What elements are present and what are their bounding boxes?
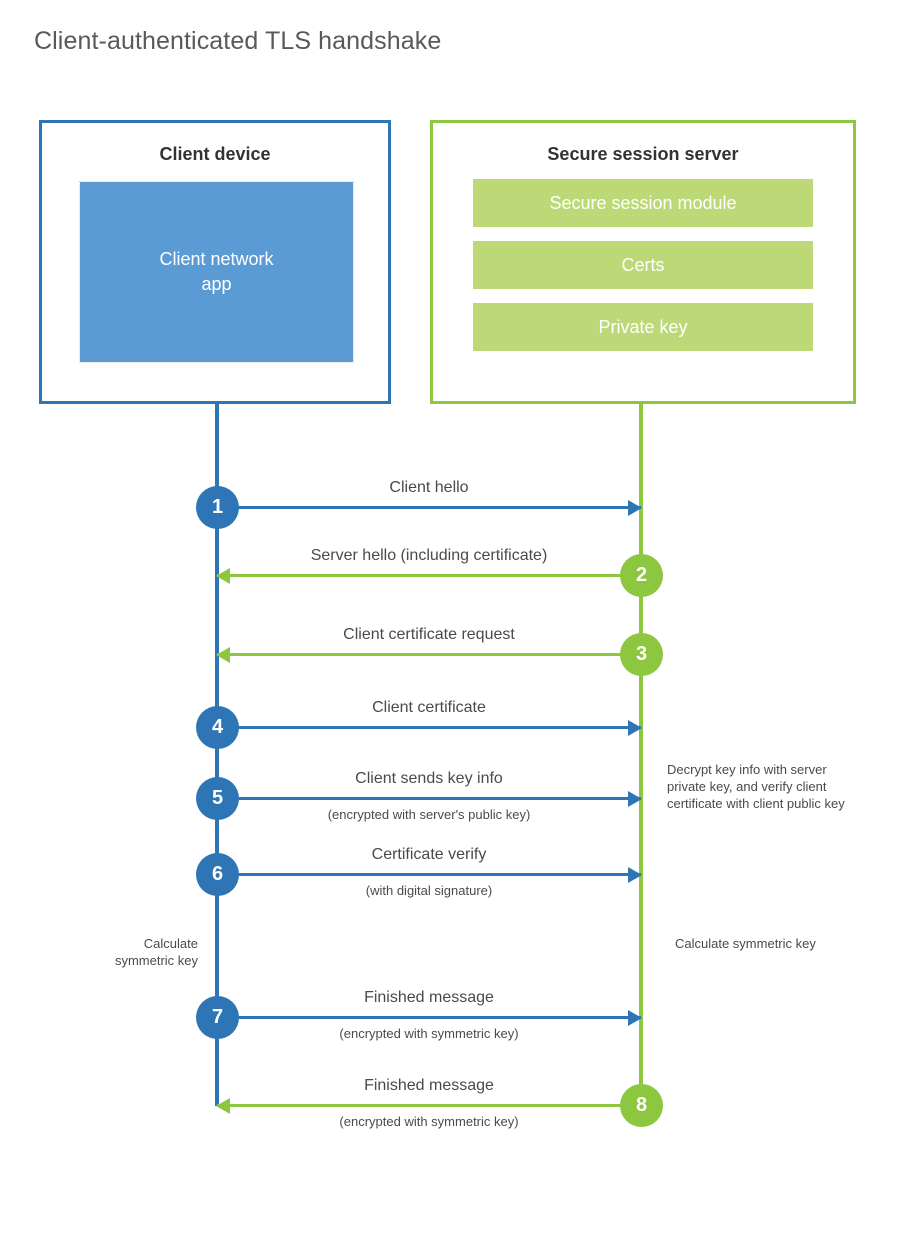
client-lifeline [215,403,219,1106]
message-label-3: Client certificate request [343,626,515,643]
client-network-app-label-line2: app [201,274,232,294]
message-label-7: Finished message [364,989,494,1006]
arrow-right-icon-4 [628,720,642,736]
message-label-6: Certificate verify [371,846,487,863]
step-circle-1[interactable]: 1 [196,486,239,529]
message-sublabel-7: (encrypted with symmetric key) [339,1026,519,1041]
client-network-app-block: Client network app [79,181,354,363]
step-circle-5[interactable]: 5 [196,777,239,820]
message-line-6 [217,873,641,876]
page-title: Client-authenticated TLS handshake [34,27,442,55]
message-sublabel-8: (encrypted with symmetric key) [339,1114,519,1129]
arrow-right-icon-7 [628,1010,642,1026]
step-circle-7[interactable]: 7 [196,996,239,1039]
client-network-app-label: Client network app [159,247,273,297]
step-circle-4[interactable]: 4 [196,706,239,749]
message-line-7 [217,1016,641,1019]
message-line-1 [217,506,641,509]
message-sublabel-5: (encrypted with server's public key) [327,807,531,822]
arrow-right-icon-5 [628,791,642,807]
server-block-private-key: Private key [473,303,813,351]
note-server-decrypt: Decrypt key info with server private key… [667,762,845,811]
step-circle-8[interactable]: 8 [620,1084,663,1127]
message-label-2: Server hello (including certificate) [310,547,548,564]
message-sublabel-6: (with digital signature) [365,883,493,898]
message-line-5 [217,797,641,800]
message-label-8: Finished message [364,1077,494,1094]
message-line-4 [217,726,641,729]
arrow-left-icon-8 [216,1098,230,1114]
step-circle-6[interactable]: 6 [196,853,239,896]
arrow-right-icon-1 [628,500,642,516]
server-block-certs: Certs [473,241,813,289]
secure-session-server-title: Secure session server [547,144,739,164]
client-device-title: Client device [159,144,271,164]
note-server-calculate-symmetric-key: Calculate symmetric key [675,936,816,951]
arrow-left-icon-3 [216,647,230,663]
step-circle-2[interactable]: 2 [620,554,663,597]
message-line-3 [217,653,641,656]
message-label-5: Client sends key info [355,770,503,787]
client-network-app-label-line1: Client network [159,249,274,269]
client-device-box: Client device Client network app [39,120,391,404]
secure-session-server-box: Secure session server Secure session mod… [430,120,856,404]
note-client-calculate-symmetric-key: Calculate symmetric key [114,936,198,968]
server-block-secure-session-module: Secure session module [473,179,813,227]
arrow-right-icon-6 [628,867,642,883]
server-lifeline [639,403,643,1106]
step-circle-3[interactable]: 3 [620,633,663,676]
message-line-2 [217,574,641,577]
message-line-8 [217,1104,641,1107]
message-label-4: Client certificate [372,699,486,716]
message-label-1: Client hello [389,479,469,496]
arrow-left-icon-2 [216,568,230,584]
